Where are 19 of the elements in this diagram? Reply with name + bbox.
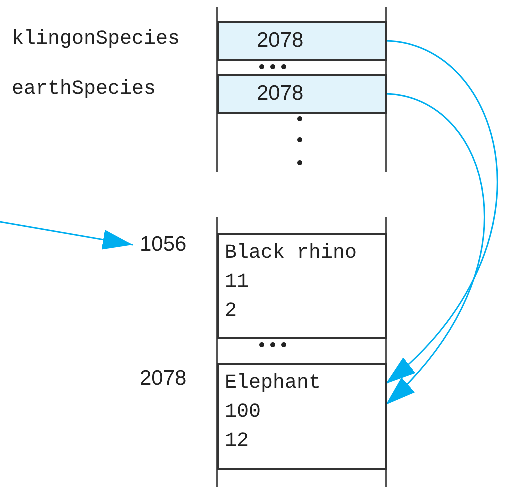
- object-field: 12: [225, 427, 250, 456]
- memory-address: 1056: [140, 233, 187, 257]
- memory-address: 2078: [140, 367, 187, 391]
- object-name: Black rhino: [225, 241, 358, 267]
- object-field: 11: [225, 268, 250, 297]
- pointer-arrow: [0, 221, 134, 250]
- address-value: 2078: [257, 29, 304, 53]
- object-field: 100: [225, 398, 262, 427]
- pointer-arrow: [385, 93, 485, 406]
- object-cell: [217, 363, 387, 470]
- reference-cell: [217, 74, 387, 114]
- address-value: 2078: [257, 82, 304, 106]
- object-cell: [217, 233, 387, 339]
- object-field: 2: [225, 297, 238, 326]
- reference-cell: [217, 21, 387, 61]
- object-name: Elephant: [225, 371, 322, 397]
- pointer-arrow: [386, 40, 498, 385]
- variable-name: earthSpecies: [12, 78, 156, 101]
- variable-name: klingonSpecies: [12, 28, 180, 51]
